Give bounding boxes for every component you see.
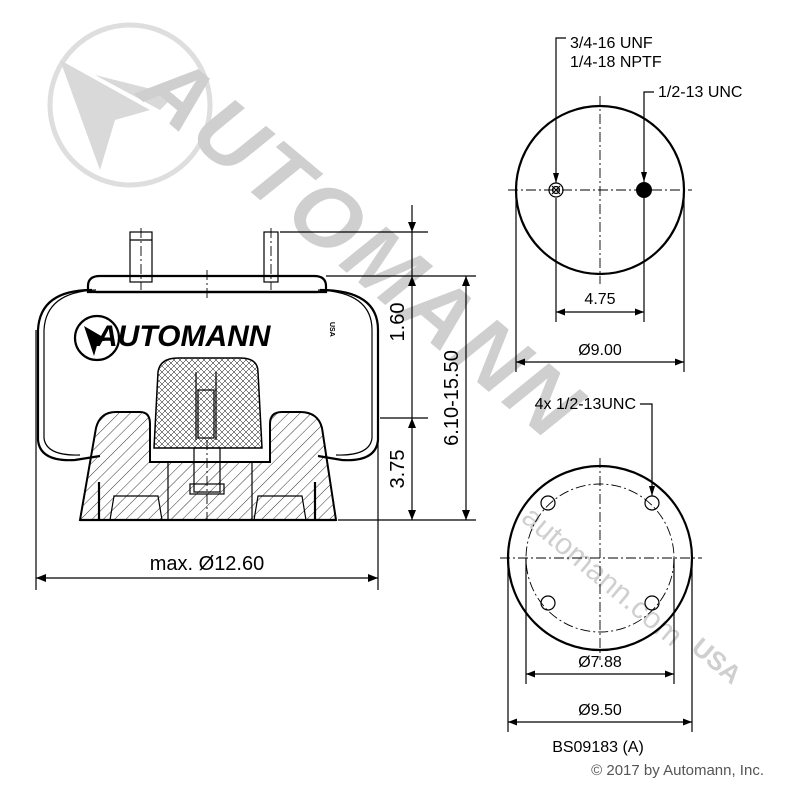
bottom-view: 4x 1/2-13UNC Ø7.88 Ø9.50 <box>500 396 702 732</box>
top-stud-right <box>263 228 279 290</box>
base-diameter-label: Ø9.50 <box>578 702 622 719</box>
top-stud-left <box>129 228 153 290</box>
logo-brand: AUTOMANN <box>95 320 272 353</box>
bumper <box>153 357 263 449</box>
top-bead-plate <box>86 274 328 294</box>
stud-spacing-label: 4.75 <box>584 291 615 308</box>
bolt-circle-label: Ø7.88 <box>578 654 622 671</box>
piston <box>78 411 338 521</box>
automann-logo: AUTOMANN USA <box>73 314 335 362</box>
upper-height-label: 1.60 <box>387 303 409 342</box>
logo-sub: USA <box>328 322 335 337</box>
side-dimensions: 1.60 3.75 6.10-15.50 <box>280 205 476 521</box>
lower-height-label: 3.75 <box>387 450 409 489</box>
top-diameter-label: Ø9.00 <box>578 342 622 359</box>
part-number: BS09183 (A) <box>552 739 644 756</box>
top-view: 3/4-16 UNF 1/4-18 NPTF 1/2-13 UNC 4.75 Ø… <box>508 35 742 372</box>
mounting-hole-icon <box>540 495 556 511</box>
copyright: © 2017 by Automann, Inc. <box>591 762 764 779</box>
max-diameter-label: max. Ø12.60 <box>150 553 265 575</box>
stud-thread-label: 1/2-13 UNC <box>658 84 742 101</box>
port-thread-label-2: 1/4-18 NPTF <box>570 54 662 71</box>
stud-icon <box>636 182 652 198</box>
watermark-sub: USA <box>686 632 748 690</box>
mounting-hole-icon <box>540 595 556 611</box>
watermark-logo-icon <box>47 22 213 188</box>
side-view: AUTOMANN USA <box>35 205 476 590</box>
mounting-holes-label: 4x 1/2-13UNC <box>535 396 636 413</box>
side-diameter-dimension: max. Ø12.60 <box>35 330 379 590</box>
port-thread-label-1: 3/4-16 UNF <box>570 35 653 52</box>
stroke-range-label: 6.10-15.50 <box>441 350 463 446</box>
watermark: AUTOMANN USA automann.com <box>47 22 748 690</box>
mounting-hole-icon <box>644 495 660 511</box>
mounting-hole-icon <box>644 595 660 611</box>
